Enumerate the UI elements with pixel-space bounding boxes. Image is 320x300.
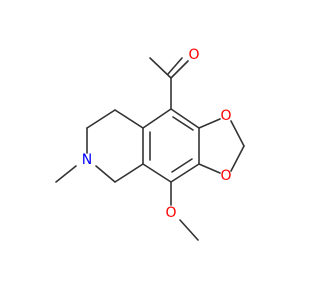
oxygen-dioxole-lower-label: O — [220, 168, 231, 184]
bond-ring-4 — [142, 163, 172, 183]
bond-cho-o-a — [170, 60, 189, 79]
bonds — [55, 57, 245, 241]
bond-dioxole-2 — [230, 120, 245, 147]
oxygen-dioxole-upper-label: O — [220, 108, 231, 124]
bond-dioxole-1 — [198, 118, 221, 129]
bond-methoxy-2 — [179, 219, 199, 241]
bond-ring-3 — [170, 163, 200, 183]
oxygen-aldehyde-label: O — [188, 47, 199, 63]
bond-dioxole-3 — [230, 145, 245, 172]
bond-ring-6 — [142, 108, 172, 129]
bond-sat-4 — [95, 165, 116, 183]
structure-canvas: O O O O N — [55, 47, 245, 241]
bond-aromatic-inner-1 — [172, 116, 194, 131]
bond-aromatic-inner-2 — [171, 158, 193, 173]
bond-dioxole-4 — [198, 163, 221, 174]
bond-sat-1 — [114, 109, 144, 129]
bond-cho-o-b — [167, 57, 183, 75]
nitrogen-ring-label: N — [82, 152, 92, 168]
atom-labels: O O O O N — [82, 47, 232, 221]
bond-n-methyl — [55, 165, 77, 183]
oxygen-methoxy-label: O — [165, 205, 176, 221]
bond-sat-5 — [114, 163, 144, 183]
bond-ring-1 — [170, 108, 200, 129]
bond-sat-2 — [86, 109, 116, 129]
bond-cho-h — [149, 57, 172, 79]
molecule-diagram: O O O O N — [55, 47, 245, 241]
